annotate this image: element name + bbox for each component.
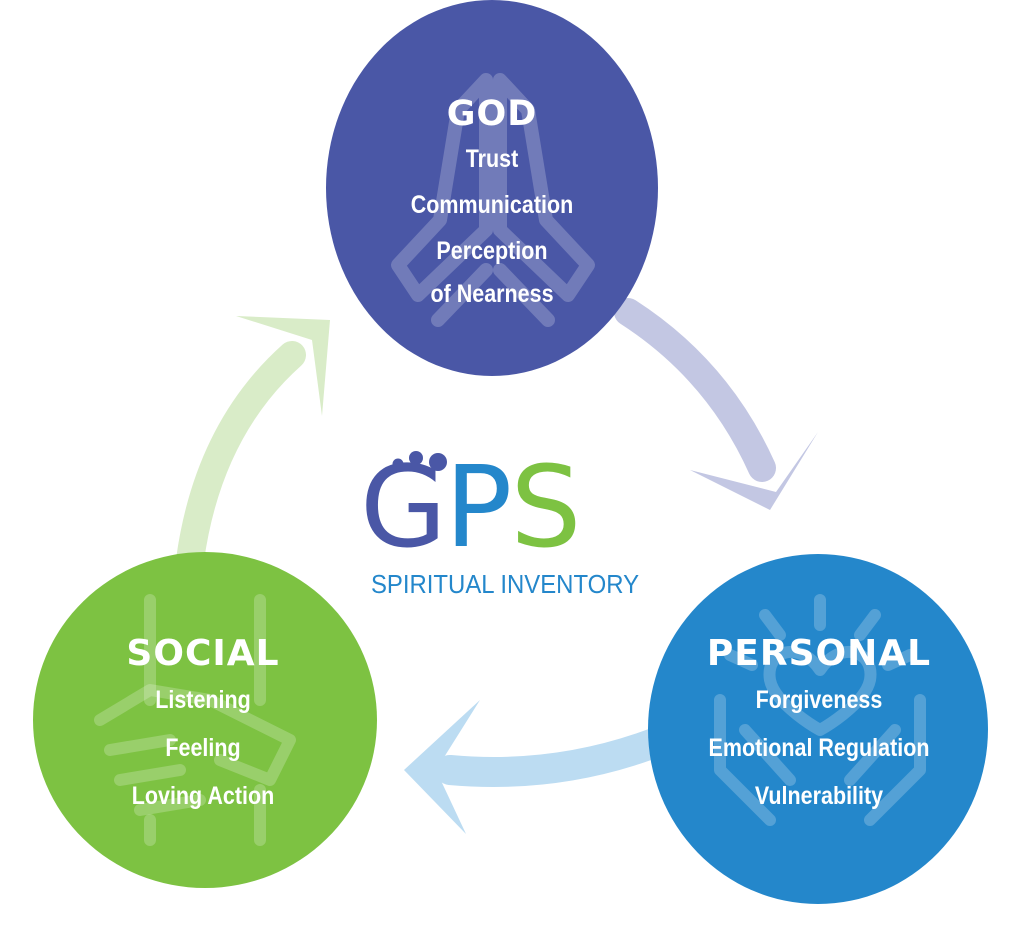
personal-circle [648, 554, 988, 904]
social-title: SOCIAL [126, 633, 280, 674]
personal-item-vulnerability: Vulnerability [754, 782, 884, 810]
social-item-listening: Listening [155, 686, 251, 714]
god-item-perception: Perception [436, 237, 548, 265]
personal-node: PERSONAL Forgiveness Emotional Regulatio… [655, 632, 983, 820]
logo-subtitle: SPIRITUAL INVENTORY [370, 569, 640, 599]
god-circle [326, 0, 658, 376]
gps-letter-p: P [444, 443, 513, 573]
praying-hands-icon [391, 73, 595, 327]
god-item-trust: Trust [465, 145, 519, 173]
social-item-loving-action: Loving Action [131, 782, 275, 810]
personal-item-forgiveness: Forgiveness [755, 686, 883, 714]
god-title: GOD [446, 94, 538, 134]
arrow-god-to-personal [614, 298, 818, 510]
gps-letter-s: S [510, 443, 581, 573]
arrow-social-to-god [176, 316, 330, 574]
handshake-icon [94, 594, 296, 846]
gps-letter-g: G [360, 443, 447, 573]
social-node: SOCIAL Listening Feeling Loving Action [45, 632, 361, 820]
gps-wordmark: GPS [360, 452, 581, 564]
god-item-communication: Communication [410, 191, 574, 219]
hands-holding-heart-icon [714, 594, 926, 826]
personal-title: PERSONAL [706, 633, 932, 674]
social-circle [33, 552, 377, 888]
personal-item-emotional-regulation: Emotional Regulation [708, 734, 930, 762]
social-item-feeling: Feeling [165, 734, 241, 762]
god-item-nearness: of Nearness [430, 280, 554, 308]
god-node: GOD Trust Communication Perception of Ne… [340, 92, 644, 314]
arrow-personal-to-social [404, 700, 677, 834]
